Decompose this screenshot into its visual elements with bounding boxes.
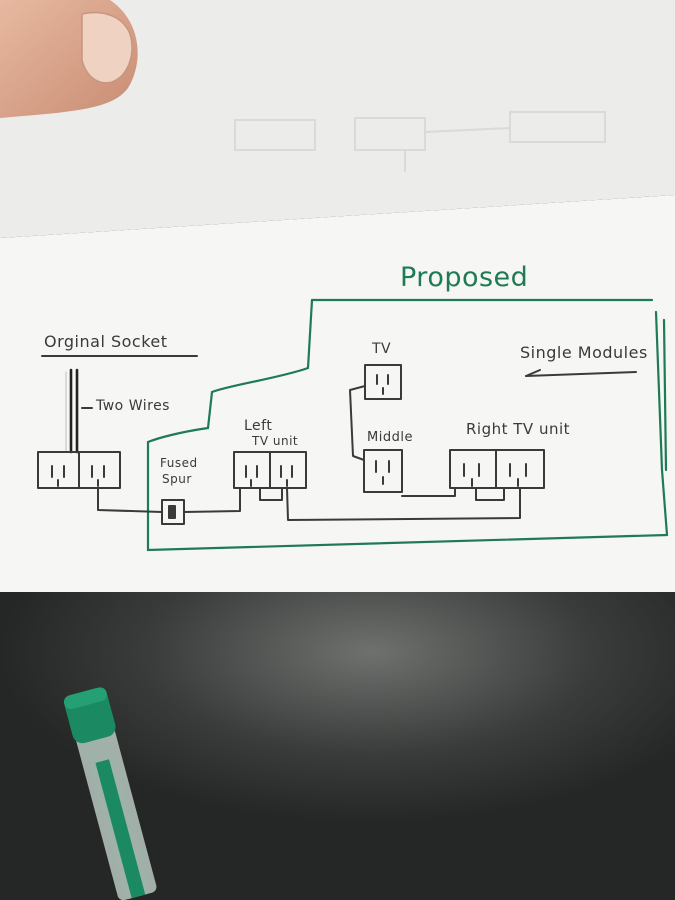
single-modules-underline bbox=[525, 371, 637, 377]
wire-middle-to-right bbox=[401, 487, 456, 497]
proposed-title: Proposed bbox=[400, 262, 529, 293]
pencil-sketch bbox=[37, 355, 637, 525]
wire-tv-to-middle bbox=[349, 385, 366, 461]
faint-back-sketch bbox=[234, 111, 606, 172]
original-socket-title: Orginal Socket bbox=[44, 332, 168, 351]
main-paper-sheet bbox=[0, 195, 675, 592]
tv-label: TV bbox=[372, 341, 392, 357]
two-wires bbox=[69, 368, 79, 454]
single-modules-label: Single Modules bbox=[520, 343, 648, 362]
pen bbox=[63, 687, 157, 900]
left-tv-unit-label-line2: TV unit bbox=[252, 434, 299, 448]
wire-spur-to-left bbox=[183, 487, 241, 513]
middle-socket bbox=[363, 449, 403, 493]
back-paper-sheet bbox=[0, 0, 675, 238]
proposed-boundary bbox=[146, 298, 669, 552]
two-wires-label: Two Wires bbox=[96, 398, 170, 414]
fused-spur-label-line1: Fused bbox=[160, 456, 198, 470]
left-tv-unit-label-line1: Left bbox=[244, 418, 273, 434]
tv-socket bbox=[364, 364, 402, 400]
middle-label: Middle bbox=[367, 430, 413, 445]
wire-original-to-spur bbox=[97, 487, 163, 513]
right-tv-unit-label: Right TV unit bbox=[466, 420, 571, 438]
wire-left-to-right bbox=[286, 487, 521, 521]
finger bbox=[0, 0, 138, 118]
fused-spur-label-line2: Spur bbox=[162, 472, 192, 486]
